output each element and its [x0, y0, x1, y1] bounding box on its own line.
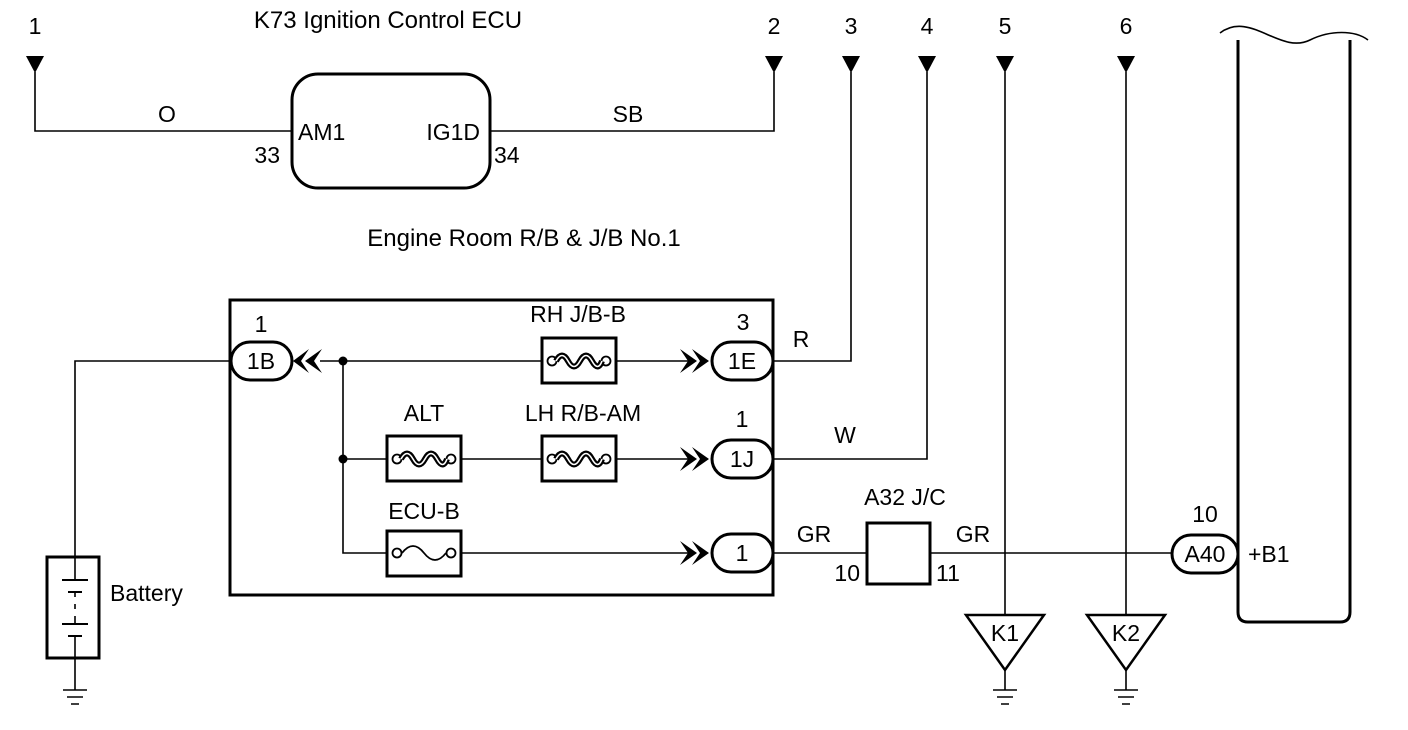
wire-battery: [74, 360, 231, 557]
wire-label-r: R: [793, 326, 810, 352]
connector-chevron-icon: [680, 447, 709, 471]
ground-triangle-icon: [1084, 613, 1168, 673]
connector-chevron-icon: [293, 349, 322, 373]
connector-1: 1: [710, 532, 775, 574]
off-page-label-6: 6: [1120, 13, 1133, 39]
ground-k1: K1: [963, 613, 1047, 705]
wire-label-w: W: [834, 422, 856, 448]
off-page-connector-5: 5: [996, 13, 1014, 73]
fuse-alt: ALT: [385, 400, 463, 483]
battery-box: [45, 555, 101, 660]
off-page-label-2: 2: [768, 13, 781, 39]
junction-pin-in: 10: [834, 560, 860, 586]
arrow-down-icon: [842, 56, 860, 73]
fuse-icon: [401, 545, 447, 561]
off-page-connector-1: 1: [26, 13, 44, 73]
relay-box: [228, 298, 775, 597]
splice-dot: [338, 454, 348, 464]
fuse-rh-jb-b: RH J/B-B: [530, 301, 626, 385]
ground-icon: [1114, 670, 1138, 705]
fuse-ecu-b: ECU-B: [385, 498, 463, 578]
relay-box-title: Engine Room R/B & J/B No.1: [367, 225, 680, 252]
ecu-pin-am1: AM1: [298, 119, 345, 145]
arrow-down-icon: [918, 56, 936, 73]
connector-pin-1e: 3: [737, 309, 750, 335]
off-page-connector-2: 2: [765, 13, 783, 73]
connector-1j: 1 1J: [710, 406, 775, 480]
connector-label-1j: 1J: [730, 446, 754, 472]
connector-label-1: 1: [736, 540, 749, 566]
battery-label: Battery: [110, 580, 183, 606]
break-line-icon: [1219, 25, 1369, 44]
connector-label-a40: A40: [1185, 541, 1226, 567]
ground-triangle-icon: [963, 613, 1047, 673]
wire-internal-bus: [342, 361, 695, 554]
wire-sb: [490, 72, 775, 132]
off-page-connector-6: 6: [1117, 13, 1135, 73]
arrow-down-icon: [765, 56, 783, 73]
connector-chevron-icon: [680, 541, 709, 565]
off-page-label-5: 5: [999, 13, 1012, 39]
connector-label-1e: 1E: [728, 348, 756, 374]
wire-label-gr-in: GR: [797, 521, 832, 547]
fuse-label-alt: ALT: [404, 400, 444, 426]
wire-label-gr-out: GR: [956, 521, 991, 547]
off-page-label-1: 1: [29, 13, 42, 39]
ground-label-k1: K1: [991, 620, 1019, 646]
junction-box: [865, 521, 932, 586]
off-page-label-3: 3: [845, 13, 858, 39]
off-page-connector-4: 4: [918, 13, 936, 73]
connector-1b: 1 1B: [229, 311, 294, 382]
connector-chevron-icon: [680, 349, 709, 373]
splice-dot: [338, 356, 348, 366]
off-page-connector-3: 3: [842, 13, 860, 73]
wire-r: [773, 72, 852, 362]
arrow-down-icon: [1117, 56, 1135, 73]
junction-label: A32 J/C: [864, 484, 946, 510]
ground-icon: [993, 670, 1017, 705]
wire-w: [773, 72, 928, 460]
ground-k2: K2: [1084, 613, 1168, 705]
fuse-label-rh-jb-b: RH J/B-B: [530, 301, 626, 327]
connector-pin-1j: 1: [736, 406, 749, 432]
ecu-pin-ig1d: IG1D: [426, 119, 480, 145]
junction-pin-out: 11: [936, 560, 960, 586]
connector-a40: 10 A40 +B1: [1170, 501, 1290, 575]
wire-label-sb: SB: [613, 101, 644, 127]
ground-icon: [63, 658, 87, 705]
arrow-down-icon: [26, 56, 44, 73]
fuse-lh-rb-am: LH R/B-AM: [525, 400, 641, 483]
connector-pin-1b: 1: [255, 311, 268, 337]
component-outline: [1236, 40, 1352, 624]
wire-o: [34, 72, 292, 132]
ecu-title: K73 Ignition Control ECU: [254, 7, 522, 34]
connector-1e: 3 1E: [710, 309, 775, 382]
pin-name-b1: +B1: [1248, 541, 1290, 567]
off-page-label-4: 4: [921, 13, 934, 39]
connector-pin-a40: 10: [1192, 501, 1218, 527]
junction-a32: A32 J/C 10 11: [834, 484, 959, 586]
ecu-pin-number-34: 34: [494, 142, 520, 168]
fuse-label-lh-rb-am: LH R/B-AM: [525, 400, 641, 426]
fuse-label-ecu-b: ECU-B: [388, 498, 460, 524]
wire-label-o: O: [158, 101, 176, 127]
battery: Battery: [45, 555, 183, 705]
arrow-down-icon: [996, 56, 1014, 73]
ground-label-k2: K2: [1112, 620, 1140, 646]
ecu-pin-number-33: 33: [254, 142, 280, 168]
connector-label-1b: 1B: [247, 348, 275, 374]
